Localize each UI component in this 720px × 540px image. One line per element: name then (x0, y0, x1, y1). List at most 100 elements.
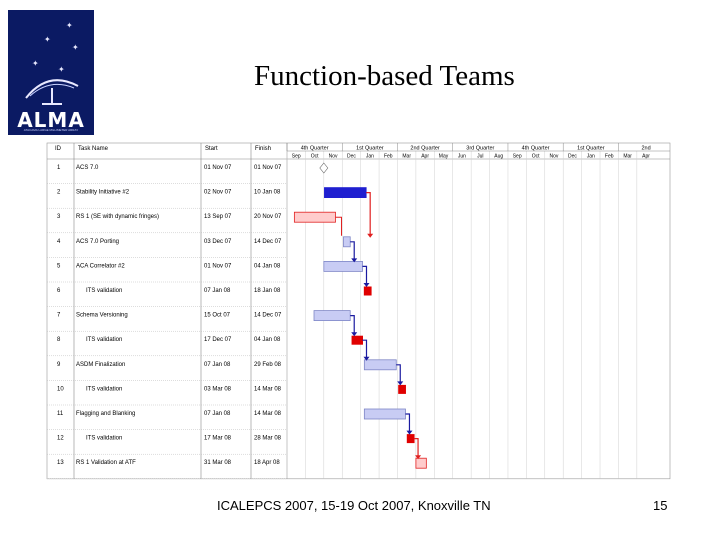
star-icon: ✦ (32, 59, 39, 68)
task-name: ITS validation (86, 337, 122, 343)
task-start: 17 Mar 08 (204, 436, 232, 442)
task-finish: 18 Jan 08 (254, 288, 281, 294)
summary-bar (324, 187, 367, 199)
month-label: Jun (458, 154, 466, 160)
task-finish: 14 Mar 08 (254, 411, 282, 417)
quarter-label: 1st Quarter (577, 146, 605, 152)
quarter-label: 1st Quarter (356, 146, 384, 152)
radio-dish-icon (25, 79, 79, 105)
start-column-header: Start (205, 146, 218, 152)
dependency-line (366, 192, 371, 236)
task-start: 07 Jan 08 (204, 411, 231, 417)
task-name: Flagging and Blanking (76, 411, 135, 417)
alma-logo: ✦ ✦ ✦ ✦ ✦ ALMA ATACAMA LARGE MILLIMETER … (8, 10, 94, 135)
task-bar (343, 236, 351, 248)
task-finish: 18 Apr 08 (254, 460, 280, 466)
task-bar (313, 310, 351, 322)
validation-marker (398, 384, 406, 394)
month-label: May (439, 154, 449, 160)
task-id: 2 (57, 190, 61, 196)
validation-marker (363, 286, 372, 296)
task-start: 01 Nov 07 (204, 165, 232, 171)
validation-marker (351, 335, 363, 345)
month-label: Mar (402, 154, 411, 160)
task-id: 5 (57, 263, 61, 269)
month-label: Feb (605, 154, 614, 160)
dependency-line (405, 413, 411, 433)
star-icon: ✦ (72, 43, 79, 52)
task-id: 4 (57, 239, 61, 245)
month-label: Apr (642, 154, 650, 160)
month-label: Nov (550, 154, 559, 160)
task-start: 01 Nov 07 (204, 263, 232, 269)
logo-subtitle: ATACAMA LARGE MILLIMETER ARRAY (23, 128, 79, 132)
task-finish: 29 Feb 08 (254, 362, 282, 368)
dependency-line (414, 438, 419, 458)
task-finish: 04 Jan 08 (254, 337, 281, 343)
gantt-frame (46, 142, 671, 480)
arrow-head-icon (351, 332, 358, 337)
logo-text: ALMA (17, 108, 85, 132)
month-label: Dec (347, 154, 356, 160)
task-start: 17 Dec 07 (204, 337, 232, 343)
validation-marker (406, 434, 415, 444)
arrow-head-icon (351, 258, 358, 263)
finish-column-header: Finish (255, 146, 271, 152)
month-label: Jan (366, 154, 374, 160)
star-icon: ✦ (66, 21, 73, 30)
task-start: 31 Mar 08 (204, 460, 232, 466)
month-label: Oct (311, 154, 319, 160)
star-icon: ✦ (44, 35, 51, 44)
month-label: Feb (384, 154, 393, 160)
task-name: Schema Versioning (76, 313, 128, 319)
critical-task-bar (415, 457, 427, 469)
task-id: 10 (57, 386, 64, 392)
month-label: Jan (587, 154, 595, 160)
task-name: ACS 7.0 Porting (76, 239, 119, 245)
dependency-line (362, 339, 368, 359)
slide-title: Function-based Teams (254, 60, 515, 92)
task-name: ASDM Finalization (76, 362, 125, 368)
task-name: RS 1 Validation at ATF (76, 460, 136, 466)
month-label: Aug (494, 154, 503, 160)
task-bar (363, 359, 397, 371)
task-id: 8 (57, 337, 61, 343)
arrow-head-icon (415, 455, 422, 460)
task-id: 1 (57, 165, 61, 171)
task-name: RS 1 (SE with dynamic fringes) (76, 214, 159, 220)
task-start: 03 Mar 08 (204, 386, 232, 392)
task-finish: 04 Jan 08 (254, 263, 281, 269)
month-label: Oct (532, 154, 540, 160)
task-start: 03 Dec 07 (204, 239, 232, 245)
task-finish: 28 Mar 08 (254, 436, 282, 442)
task-finish: 14 Mar 08 (254, 386, 282, 392)
dependency-line (350, 241, 355, 261)
task-start: 02 Nov 07 (204, 190, 232, 196)
task-id: 7 (57, 313, 61, 319)
task-name: ITS validation (86, 386, 122, 392)
arrow-head-icon (397, 381, 404, 386)
task-start: 07 Jan 08 (204, 288, 231, 294)
arrow-head-icon (367, 233, 374, 238)
task-name: ACA Correlator #2 (76, 263, 125, 269)
task-finish: 14 Dec 07 (254, 313, 282, 319)
month-label: Nov (329, 154, 338, 160)
slide-footer: ICALEPCS 2007, 15-19 Oct 2007, Knoxville… (217, 498, 491, 513)
task-bar (363, 408, 406, 420)
month-label: Apr (421, 154, 429, 160)
id-column-header: ID (55, 146, 62, 152)
quarter-label: 2nd Quarter (410, 146, 440, 152)
task-finish: 14 Dec 07 (254, 239, 282, 245)
month-label: Mar (623, 154, 632, 160)
dependency-line (362, 265, 368, 285)
task-start: 15 Oct 07 (204, 313, 231, 319)
milestone-marker (319, 162, 329, 174)
task-bar (323, 260, 363, 272)
task-id: 6 (57, 288, 61, 294)
task-id: 3 (57, 214, 61, 220)
task-name: ITS validation (86, 436, 122, 442)
dependency-line (335, 216, 342, 236)
star-icon: ✦ (58, 65, 65, 74)
task-id: 11 (57, 411, 64, 417)
